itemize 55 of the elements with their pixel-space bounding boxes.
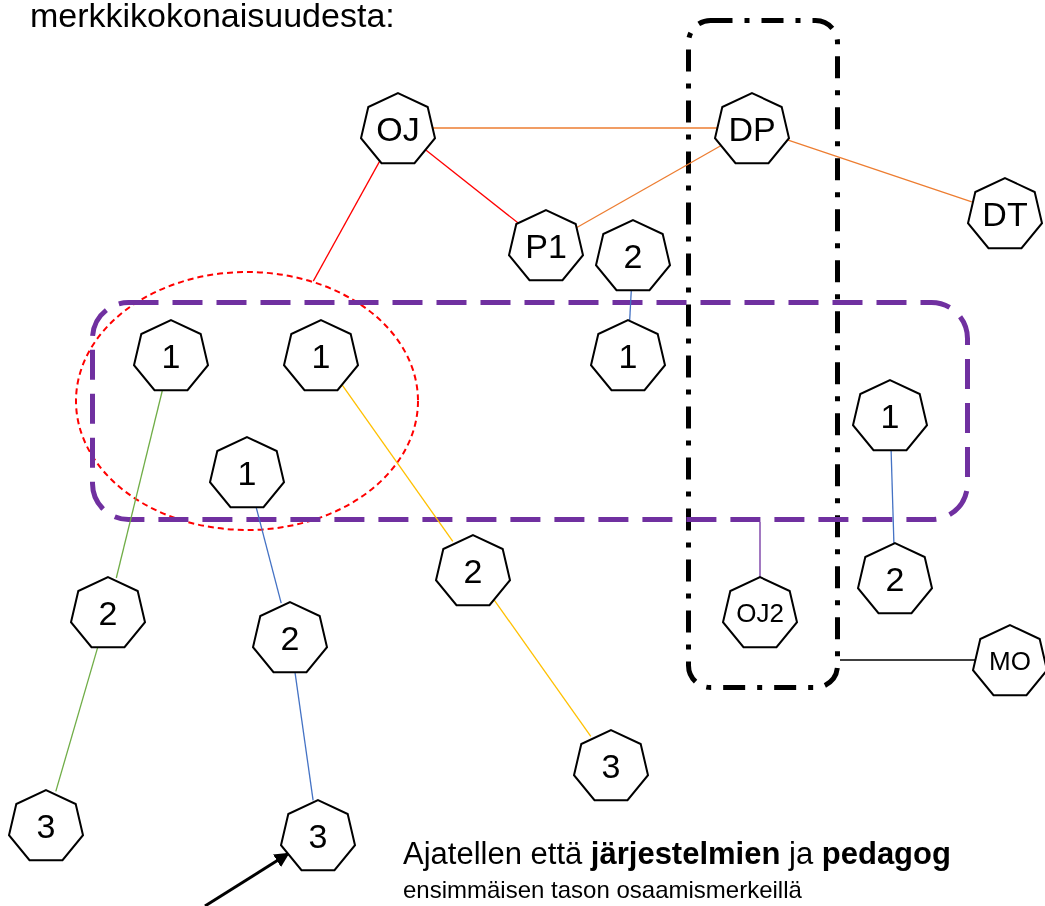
text-fragment: merkkikokonaisuudesta: — [30, 0, 395, 35]
node-label: 3 — [600, 749, 622, 784]
node-label: OJ — [375, 112, 421, 147]
node-label: 1 — [160, 339, 182, 374]
heptagon-node — [595, 217, 671, 293]
heptagon-node — [857, 540, 933, 616]
connector-line — [629, 289, 632, 321]
heptagon-node — [209, 434, 285, 510]
dashed-group-box — [686, 18, 840, 690]
connector-line — [890, 449, 895, 544]
paragraph-text: ensimmäisen tason osaamismerkeillä — [403, 876, 802, 904]
node-label: 2 — [279, 621, 301, 656]
node-label: MO — [988, 648, 1032, 675]
heptagon-node — [435, 532, 511, 608]
node-label: 2 — [97, 596, 119, 631]
node-label: 3 — [35, 809, 57, 844]
heptagon-node — [722, 574, 798, 650]
connector-line — [575, 144, 723, 229]
heptagon-node — [70, 574, 146, 650]
heptagon-node — [852, 377, 928, 453]
node-label: DP — [727, 112, 777, 147]
connector-line — [759, 521, 761, 578]
paragraph-text: Ajatellen että järjestelmien ja pedagog — [403, 836, 951, 872]
heptagon-node — [283, 317, 359, 393]
heptagon-node — [590, 317, 666, 393]
heptagon-node — [133, 317, 209, 393]
connector-line — [255, 505, 282, 604]
node-label: 1 — [879, 399, 901, 434]
heptagon-node — [360, 90, 436, 166]
heptagon-node — [972, 622, 1045, 698]
dashed-group-box — [90, 300, 970, 522]
connector-line — [424, 149, 520, 224]
node-label: DT — [981, 197, 1029, 232]
node-label: 1 — [310, 339, 332, 374]
node-label: P1 — [524, 229, 568, 264]
connector-line — [294, 671, 314, 801]
node-label: 1 — [617, 339, 639, 374]
heptagon-node — [573, 727, 649, 803]
node-label: 1 — [236, 456, 258, 491]
heptagon-node — [967, 175, 1043, 251]
connector-line — [839, 659, 976, 661]
node-label: 3 — [307, 819, 329, 854]
arrow — [204, 852, 290, 906]
connector-line — [432, 127, 718, 129]
connector-line — [115, 388, 164, 579]
node-label: 2 — [462, 554, 484, 589]
node-label: 2 — [622, 239, 644, 274]
heptagon-node — [280, 797, 356, 873]
heptagon-node — [8, 787, 84, 863]
heptagon-node — [252, 599, 328, 675]
dashed-ellipse — [75, 271, 419, 531]
heptagon-node — [508, 207, 584, 283]
node-label: 2 — [884, 562, 906, 597]
node-label: OJ2 — [735, 600, 785, 627]
heptagon-node — [714, 90, 790, 166]
